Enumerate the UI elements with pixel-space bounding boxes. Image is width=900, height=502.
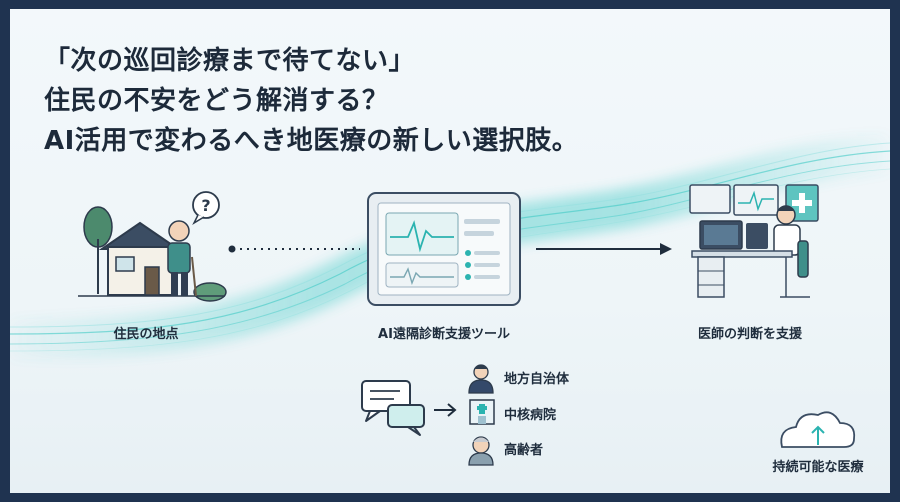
stakeholder-municipality-label: 地方自治体 — [504, 372, 570, 387]
arrow-right-icon — [536, 243, 672, 255]
question-bubble-icon — [192, 191, 220, 225]
chat-bubbles-icon — [361, 380, 425, 436]
illustration: ? — [10, 134, 890, 466]
tool-label: AI遠隔診断支援ツール — [378, 327, 510, 342]
stakeholder-elderly-label: 高齢者 — [504, 443, 544, 458]
resident-label: 住民の地点 — [113, 327, 179, 342]
infographic-frame: 「次の巡回診療まで待てない」 住民の不安をどう解消する？ AI活用で変わるへき地… — [10, 9, 890, 493]
cloud-up-icon — [780, 411, 856, 448]
question-mark: ? — [201, 196, 210, 215]
stakeholder-hospital-label: 中核病院 — [504, 408, 557, 423]
sustainability-label: 持続可能な医療 — [772, 460, 864, 475]
house-icon — [78, 206, 227, 302]
doctor-workstation-icon — [689, 184, 819, 298]
tablet-icon — [367, 192, 521, 306]
arrow-right-small-icon — [434, 403, 457, 417]
headline-line-3: AI活用で変わるへき地医療の新しい選択肢。 — [44, 126, 579, 156]
hospital-icon — [469, 399, 495, 425]
official-icon — [468, 364, 494, 394]
doctor-label: 医師の判断を支援 — [697, 327, 803, 342]
headline: 「次の巡回診療まで待てない」 住民の不安をどう解消する？ AI活用で変わるへき地… — [44, 41, 578, 161]
elderly-person-icon — [167, 220, 197, 297]
headline-line-2: 住民の不安をどう解消する？ — [44, 86, 389, 116]
elderly-icon — [468, 436, 494, 466]
dotted-connector — [228, 245, 360, 253]
headline-line-1: 「次の巡回診療まで待てない」 — [44, 46, 416, 76]
